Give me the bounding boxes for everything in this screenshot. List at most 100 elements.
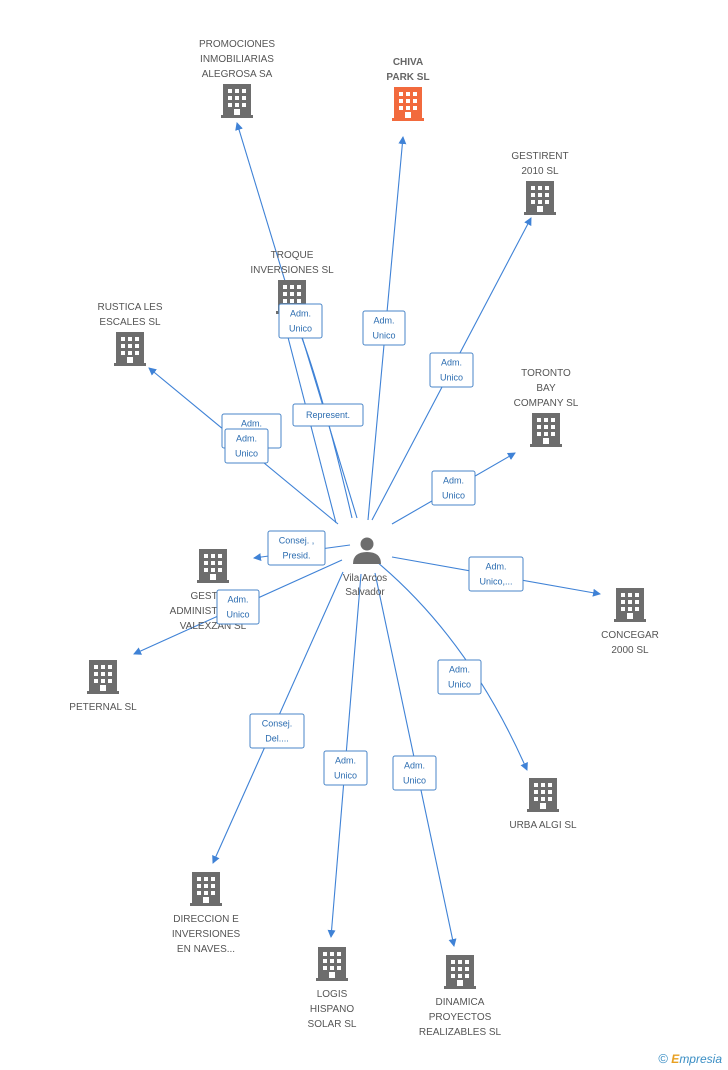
brand-initial: E [671, 1052, 680, 1066]
role-box [278, 303, 323, 339]
building-icon [87, 660, 119, 694]
company-label: REALIZABLES SL [419, 1027, 502, 1038]
role-label-logis[interactable]: Adm. Unico [323, 750, 368, 786]
building-icon [221, 84, 253, 118]
company-label: PETERNAL SL [69, 702, 137, 713]
role-text: Unico [289, 324, 312, 334]
company-label: BAY [536, 383, 556, 394]
building-icon [444, 955, 476, 989]
role-box [468, 556, 524, 592]
roles-layer: Represent.Adm.UnicoAdm.UnicoAdm.UnicoAdm… [216, 303, 524, 791]
company-label: RUSTICA LES [97, 302, 162, 313]
role-label-direccion[interactable]: Consej. Del.... [249, 713, 305, 749]
company-label: PROMOCIONES [199, 39, 275, 50]
role-label-gestirent[interactable]: Adm. Unico [429, 352, 474, 388]
role-box [224, 428, 269, 464]
role-label-toronto[interactable]: Adm.Unico [431, 470, 476, 506]
building-icon [530, 413, 562, 447]
building-icon [114, 332, 146, 366]
role-text: Adm. [290, 309, 311, 319]
role-text: Adm. [227, 595, 248, 605]
brand-name: mpresia [679, 1052, 722, 1066]
role-text: Presid. [282, 551, 310, 561]
company-label: GESTION [190, 591, 235, 602]
empresia-watermark[interactable]: © Empresia [658, 1051, 722, 1066]
company-label: ALEGROSA SA [202, 69, 273, 80]
company-label: URBA ALGI SL [509, 820, 577, 831]
building-icon [190, 872, 222, 906]
building-icon [392, 87, 424, 121]
person-icon [353, 537, 381, 564]
copyright-symbol: © [658, 1051, 668, 1066]
role-box [323, 750, 368, 786]
role-label-peternal[interactable]: Adm. Unico [216, 589, 260, 625]
company-node-peternal[interactable]: PETERNAL SL [69, 660, 137, 713]
role-text: Unico [440, 373, 463, 383]
role-box [392, 755, 437, 791]
role-box [431, 470, 476, 506]
role-text: Adm. [441, 358, 462, 368]
company-node-logis[interactable]: LOGIS HISPANO SOLAR SL [308, 947, 357, 1030]
role-text: Unico [235, 449, 258, 459]
company-label: CHIVA [393, 57, 423, 68]
company-label: TROQUE [271, 250, 314, 261]
company-node-gestion[interactable]: GESTION ADMINISTRACION VALEXZAN SL [170, 549, 257, 632]
company-label: INVERSIONES SL [250, 265, 334, 276]
company-label: INVERSIONES [172, 929, 241, 940]
company-node-rustica[interactable]: RUSTICA LES ESCALES SL [97, 302, 163, 366]
company-node-troque[interactable]: TROQUE INVERSIONES SL [250, 250, 334, 314]
company-label: GESTIRENT [511, 151, 568, 162]
company-label: PROYECTOS [429, 1012, 492, 1023]
company-node-dinamica[interactable]: DINAMICA PROYECTOS REALIZABLES SL [419, 955, 502, 1038]
company-label: TORONTO [521, 368, 571, 379]
company-label: DIRECCION E [173, 914, 239, 925]
role-label-troque[interactable]: Adm. Unico [278, 303, 323, 339]
company-node-urba[interactable]: URBA ALGI SL [509, 778, 577, 831]
company-label: COMPANY SL [514, 398, 579, 409]
company-label: HISPANO [310, 1004, 354, 1015]
role-text: Adm. [443, 476, 464, 486]
role-label-gestion[interactable]: Consej. ,Presid. [267, 530, 326, 566]
role-box [292, 403, 364, 427]
company-label: ADMINISTRACION [170, 606, 257, 617]
role-text: Adm. [236, 434, 257, 444]
role-text: Unico [372, 331, 395, 341]
role-label-urba[interactable]: Adm.Unico [437, 659, 482, 695]
role-text: Unico [403, 776, 426, 786]
role-text: Unico [448, 680, 471, 690]
role-label-troque2[interactable]: Adm. Unico [224, 428, 269, 464]
company-label: DINAMICA [436, 997, 485, 1008]
role-box [216, 589, 260, 625]
building-icon [524, 181, 556, 215]
role-text: Unico,... [479, 577, 512, 587]
role-text: Del.... [265, 734, 289, 744]
role-label-promociones[interactable]: Represent. [292, 403, 364, 427]
building-icon [527, 778, 559, 812]
company-label: ESCALES SL [99, 317, 161, 328]
edge-urba [376, 561, 528, 771]
company-label: CONCEGAR [601, 630, 659, 641]
role-text: Unico [226, 610, 249, 620]
company-node-toronto[interactable]: TORONTO BAY COMPANY SL [514, 368, 579, 447]
company-label: VALEXZAN SL [180, 621, 247, 632]
role-label-chiva[interactable]: Adm.Unico [362, 310, 406, 346]
role-text: Unico [334, 771, 357, 781]
building-icon [316, 947, 348, 981]
person-label: Vila Arcos [343, 573, 387, 584]
company-node-promociones[interactable]: PROMOCIONES INMOBILIARIAS ALEGROSA SA [199, 39, 275, 118]
role-label-dinamica[interactable]: Adm. Unico [392, 755, 437, 791]
company-label: LOGIS [317, 989, 348, 1000]
role-text: Consej. [262, 719, 293, 729]
role-label-concegar[interactable]: Adm.Unico,... [468, 556, 524, 592]
building-icon [614, 588, 646, 622]
company-label: SOLAR SL [308, 1019, 357, 1030]
company-label: INMOBILIARIAS [200, 54, 274, 65]
role-text: Adm. [404, 761, 425, 771]
person-label: Salvador [345, 587, 385, 598]
role-text: Adm. [335, 756, 356, 766]
